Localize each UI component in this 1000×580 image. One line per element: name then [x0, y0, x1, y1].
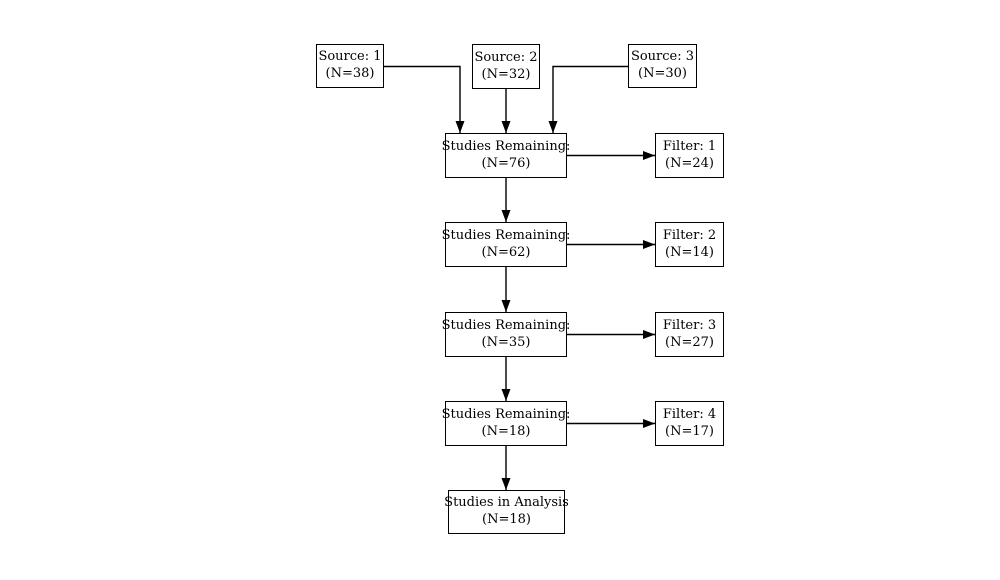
node-count: (N=30)	[638, 66, 687, 81]
node-source-3: Source: 3 (N=30)	[628, 44, 697, 88]
node-count: (N=14)	[665, 244, 714, 260]
node-count: (N=18)	[482, 512, 531, 527]
node-label: Filter: 1	[662, 138, 717, 154]
node-filter-3: Filter: 3 (N=27)	[655, 312, 724, 357]
node-studies-in-analysis: Studies in Analysis (N=18)	[444, 490, 569, 534]
node-count: (N=32)	[481, 66, 531, 82]
node-label: Filter: 4	[662, 406, 717, 422]
node-count: (N=27)	[665, 334, 714, 350]
node-count: (N=76)	[481, 155, 531, 171]
node-count: (N=17)	[665, 423, 714, 439]
node-count: (N=62)	[481, 244, 531, 260]
connector-source1-to-remaining1	[384, 65, 465, 133]
node-label: Studies Remaining:	[441, 406, 571, 422]
node-label: Source: 3	[630, 49, 695, 65]
node-source-2: Source: 2 (N=32)	[472, 44, 540, 89]
node-count: (N=24)	[665, 155, 714, 171]
node-count: (N=35)	[481, 334, 531, 350]
node-filter-1: Filter: 1 (N=24)	[655, 133, 724, 178]
node-label: Source: 1	[318, 49, 382, 65]
node-filter-2: Filter: 2 (N=14)	[655, 222, 724, 267]
node-source-1: Source: 1 (N=38)	[316, 44, 384, 88]
node-label: Filter: 2	[662, 227, 717, 243]
node-filter-4: Filter: 4 (N=17)	[655, 401, 724, 446]
connector-source3-to-remaining1	[548, 65, 628, 133]
node-label: Studies Remaining:	[441, 138, 571, 154]
node-studies-remaining-3: Studies Remaining: (N=35)	[442, 312, 570, 357]
node-studies-remaining-1: Studies Remaining: (N=76)	[442, 133, 570, 178]
node-studies-remaining-4: Studies Remaining: (N=18)	[442, 401, 570, 446]
node-label: Source: 2	[474, 49, 538, 65]
node-label: Studies Remaining:	[441, 317, 571, 333]
node-count: (N=18)	[481, 423, 531, 439]
node-label: Filter: 3	[662, 317, 717, 333]
node-studies-remaining-2: Studies Remaining: (N=62)	[442, 222, 570, 267]
node-label: Studies in Analysis	[444, 495, 569, 511]
node-label: Studies Remaining:	[441, 227, 571, 243]
node-count: (N=38)	[325, 66, 375, 81]
